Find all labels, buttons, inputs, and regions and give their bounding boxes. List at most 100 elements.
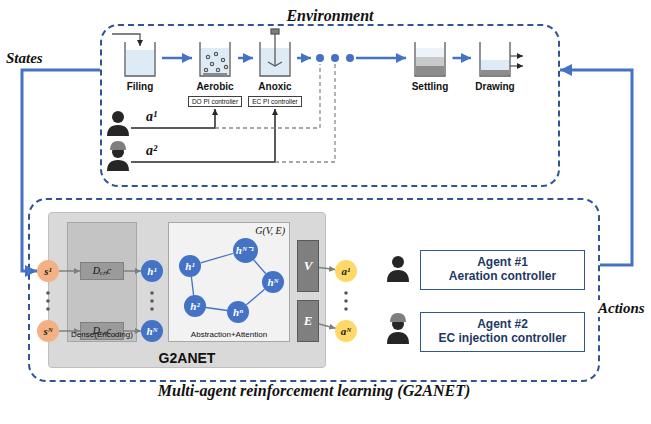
node-heading: G(V, E) — [255, 225, 285, 237]
aerobic-tank — [224, 65, 227, 68]
state-circle: hᴺ — [141, 320, 163, 342]
connector — [59, 270, 80, 272]
ellipsis-dots — [331, 54, 339, 62]
state-circle: h² — [184, 295, 206, 317]
state-circle: hᴺ⁻¹ — [233, 238, 258, 263]
operator-icon — [107, 125, 129, 136]
vertical-ellipsis — [150, 307, 154, 311]
drawing-tank — [481, 60, 509, 75]
dashed-control-line — [275, 64, 335, 162]
connector — [253, 259, 266, 273]
state-circle: h¹ — [179, 255, 201, 277]
state-circle: s¹ — [37, 260, 59, 282]
operator-icon — [107, 111, 129, 136]
filing-tank — [126, 50, 154, 75]
worker-icon — [110, 141, 126, 150]
node-label: Dₑₙc — [93, 265, 111, 277]
node-label: Aeration controller — [449, 270, 556, 284]
worker-icon — [387, 313, 409, 344]
connector — [191, 277, 193, 295]
connector — [246, 289, 264, 305]
operator-icon — [112, 111, 124, 123]
aerobic-tank — [204, 68, 207, 71]
worker-icon — [390, 313, 406, 322]
filing-tank — [112, 34, 140, 46]
operator-icon — [387, 270, 409, 282]
connector — [238, 57, 253, 60]
agent-box: Agent #2EC injection controller — [420, 312, 585, 352]
settling-tank — [416, 48, 444, 57]
filing-tank — [125, 42, 155, 76]
state-circle: sᴺ — [37, 320, 59, 342]
connector — [319, 324, 335, 328]
node-heading: G2ANET — [159, 350, 216, 366]
action-symbol: a¹ — [146, 109, 157, 125]
value-head: V — [297, 240, 319, 292]
connector — [124, 270, 141, 272]
process-flow-arrow — [297, 57, 311, 60]
aerobic-tank — [210, 62, 213, 65]
filing-tank — [112, 34, 155, 76]
worker-icon — [107, 160, 129, 171]
anoxic-tank — [274, 34, 275, 66]
node-heading: Environment — [286, 7, 373, 25]
drawing-tank — [480, 42, 523, 76]
node-label: sᴺ — [43, 325, 52, 338]
edge-head: E — [297, 300, 319, 342]
node-label: EC injection controller — [438, 332, 566, 346]
aerobic-tank — [216, 68, 219, 71]
node-label: hⁿ — [233, 306, 243, 319]
anoxic-tank — [271, 29, 279, 34]
aerobic-tank — [214, 52, 217, 55]
node-label: hᴺ⁻¹ — [236, 244, 254, 257]
node-label: a¹ — [342, 265, 351, 278]
process-flow-arrow — [356, 57, 406, 60]
node-heading: Aerobic — [196, 81, 233, 93]
connector — [201, 254, 233, 263]
state-circle: a¹ — [335, 260, 357, 282]
node-heading: Settling — [412, 81, 449, 93]
flow-label: Actions — [596, 300, 647, 317]
vertical-ellipsis — [344, 299, 348, 303]
vertical-ellipsis — [46, 291, 50, 295]
control-signal-line — [131, 109, 275, 162]
controller-box: DO PI controller — [188, 96, 242, 107]
connector — [162, 57, 192, 60]
aerobic-tank — [203, 73, 227, 74]
aerobic-tank — [221, 58, 224, 61]
node-label: V — [304, 259, 313, 274]
encoding-block: Dense(Encoding)DₑₙcDₑₙc — [67, 222, 137, 342]
vertical-ellipsis — [150, 291, 154, 295]
node-label: h¹ — [147, 265, 156, 278]
vertical-ellipsis — [344, 291, 348, 295]
anoxic-tank — [268, 62, 282, 66]
state-circle: hⁿ — [227, 301, 249, 323]
ellipsis-dots — [316, 54, 354, 62]
connector — [124, 330, 141, 332]
vertical-ellipsis — [46, 299, 50, 303]
state-circle: aᴺ — [335, 320, 357, 342]
settling-tank — [415, 42, 445, 76]
drawing-tank — [480, 42, 510, 76]
connector — [560, 70, 632, 265]
connector — [319, 267, 335, 269]
node-heading: Filing — [127, 81, 154, 93]
vertical-ellipsis — [150, 299, 154, 303]
settling-tank — [416, 66, 444, 75]
settling-tank — [415, 42, 445, 76]
drawing-tank — [510, 55, 523, 56]
operator-icon — [387, 256, 409, 282]
state-circle: h¹ — [141, 260, 163, 282]
drawing-tank — [481, 70, 509, 75]
dashed-control-line — [215, 64, 320, 128]
controller-box: EC PI controller — [248, 96, 302, 107]
node-label: s¹ — [44, 265, 52, 278]
attention-graph-block: G(V, E)Abstraction+Attentionh¹hᴺ⁻¹h²hⁿhᴺ — [168, 222, 290, 342]
marl-region: Multi-agent reinforcement learning (G2AN… — [28, 198, 600, 382]
action-symbol: a² — [146, 143, 157, 159]
connector — [453, 57, 472, 60]
node-label: E — [304, 314, 313, 329]
